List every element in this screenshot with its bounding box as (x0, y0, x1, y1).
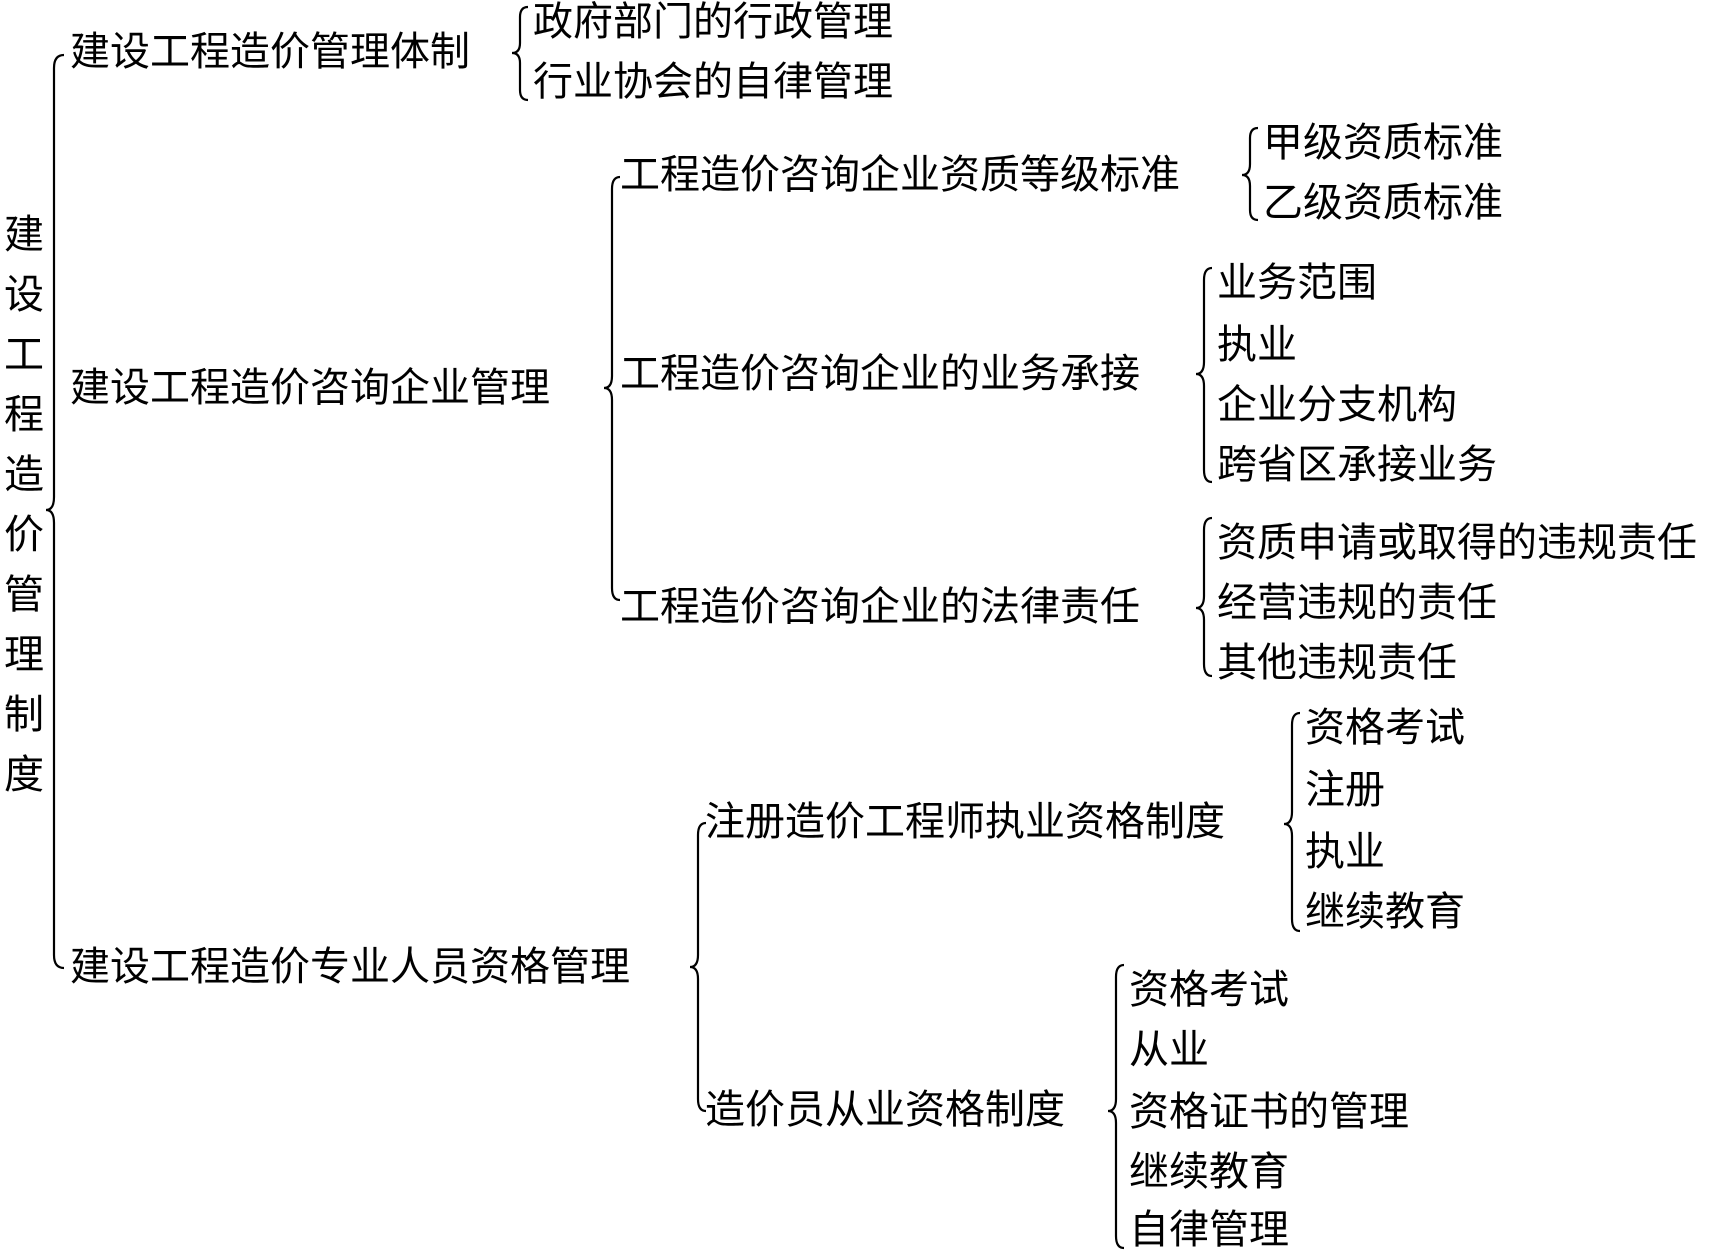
leaf-item: 企业分支机构 (1217, 382, 1457, 428)
leaf-item: 资质申请或取得的违规责任 (1217, 520, 1697, 566)
brace-b2s1 (1241, 126, 1259, 222)
branch-professional-qualification: 建设工程造价专业人员资格管理 (70, 944, 630, 990)
sub-legal-liability: 工程造价咨询企业的法律责任 (620, 584, 1140, 630)
leaf-item: 执业 (1305, 829, 1385, 875)
leaf-item: 继续教育 (1129, 1149, 1289, 1195)
leaf-item: 从业 (1129, 1027, 1209, 1073)
brace-b2s2 (1195, 266, 1213, 484)
leaf-item: 资格证书的管理 (1129, 1089, 1409, 1135)
leaf-item: 自律管理 (1129, 1207, 1289, 1253)
leaf-item: 其他违规责任 (1217, 640, 1457, 686)
root-brace (45, 53, 65, 970)
leaf-item: 注册 (1305, 767, 1385, 813)
sub-registered-engineer: 注册造价工程师执业资格制度 (705, 799, 1225, 845)
brace-b3s1 (1283, 711, 1301, 933)
sub-cost-clerk: 造价员从业资格制度 (705, 1087, 1065, 1133)
leaf-item: 经营违规的责任 (1217, 580, 1497, 626)
sub-business-undertaking: 工程造价咨询企业的业务承接 (620, 351, 1140, 397)
branch-management-system: 建设工程造价管理体制 (70, 29, 470, 75)
leaf-item: 乙级资质标准 (1263, 180, 1503, 226)
leaf-item: 资格考试 (1305, 705, 1465, 751)
leaf-item: 政府部门的行政管理 (533, 0, 893, 45)
brace-b3 (689, 821, 707, 1113)
leaf-item: 继续教育 (1305, 889, 1465, 935)
brace-b1 (511, 5, 529, 102)
brace-b3s2 (1107, 963, 1125, 1250)
leaf-item: 资格考试 (1129, 967, 1289, 1013)
leaf-item: 甲级资质标准 (1263, 120, 1503, 166)
leaf-item: 行业协会的自律管理 (533, 59, 893, 105)
root-label: 建 设 工 程 造 价 管 理 制 度 (4, 212, 44, 798)
leaf-item: 执业 (1217, 322, 1297, 368)
brace-b2s3 (1195, 516, 1213, 678)
branch-consulting-enterprise: 建设工程造价咨询企业管理 (70, 365, 550, 411)
sub-qualification-standard: 工程造价咨询企业资质等级标准 (620, 152, 1180, 198)
leaf-item: 跨省区承接业务 (1217, 442, 1497, 488)
leaf-item: 业务范围 (1217, 260, 1377, 306)
brace-b2 (603, 175, 621, 602)
